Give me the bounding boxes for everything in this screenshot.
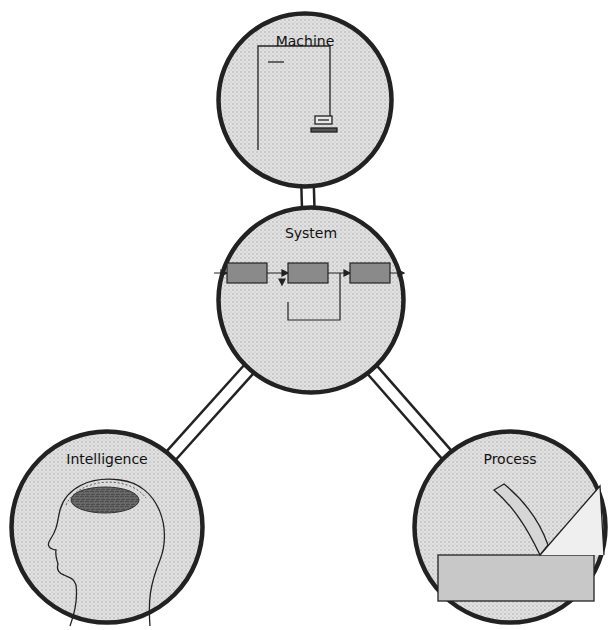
connector-band	[372, 369, 448, 455]
machine-figure	[258, 46, 337, 150]
band-outline	[300, 186, 316, 208]
node-label: Intelligence	[9, 451, 205, 468]
cutting-figure	[438, 484, 604, 601]
system-circle: System	[216, 205, 406, 395]
band-fill	[303, 186, 314, 208]
process-circle: Process	[412, 429, 608, 625]
head-figure	[48, 479, 164, 626]
band-fill	[171, 368, 250, 456]
intelligence-circle: Intelligence	[9, 429, 205, 625]
block-diagram	[214, 263, 404, 320]
node-label: Process	[412, 451, 608, 468]
connector-band	[307, 186, 309, 208]
band-outline	[372, 369, 448, 455]
band-fill	[372, 369, 448, 455]
node-label: System	[216, 225, 406, 242]
connector-band	[171, 368, 250, 456]
band-outline	[171, 368, 250, 456]
machine-circle: Machine	[216, 11, 394, 189]
node-label: Machine	[216, 33, 394, 50]
